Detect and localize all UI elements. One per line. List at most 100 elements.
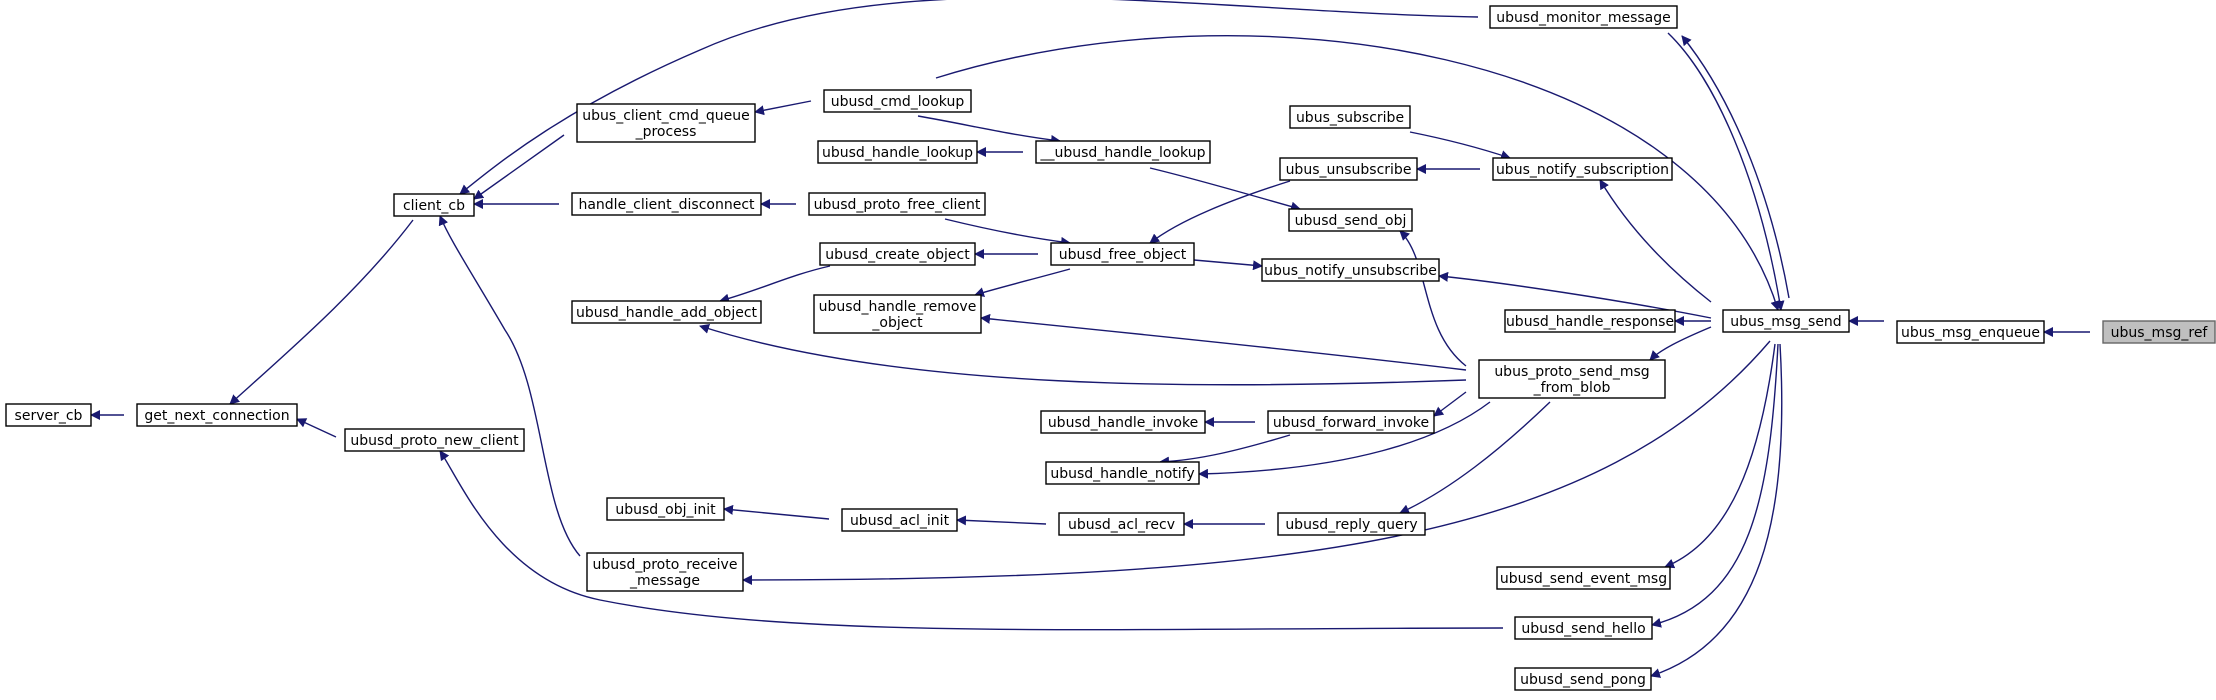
edge-line [1159,434,1291,467]
edge-line [974,268,1071,297]
node-label: ubusd_free_object [1059,247,1187,263]
edge-line [438,215,581,557]
node-handle_client_disconnect[interactable]: handle_client_disconnect [571,192,762,216]
node-ubusd_monitor_message[interactable]: ubusd_monitor_message [1489,5,1678,29]
node-ubusd_reply_query[interactable]: ubusd_reply_query [1277,512,1426,536]
node-box [1045,461,1200,485]
edge-line [1667,32,1785,311]
node-ubusd_send_hello[interactable]: ubusd_send_hello [1514,616,1653,640]
node-label: ubusd_cmd_lookup [831,94,965,110]
node-ubusd_cmd_lookup[interactable]: ubusd_cmd_lookup [823,89,972,113]
edge-line [1193,259,1263,271]
edge-ubusd_proto_new_client-to-get_next_connection [296,418,337,438]
node-ubusd_handle_invoke[interactable]: ubusd_handle_invoke [1040,410,1206,434]
node-ubus_msg_send[interactable]: ubus_msg_send [1722,309,1850,333]
node-client_cb[interactable]: client_cb [393,193,475,217]
node-label: handle_client_disconnect [578,197,755,213]
edge-ubus_proto_send_msg_from_blob-to-ubusd_handle_add_object [699,323,1467,386]
edge-ubusd_free_object-to-ubusd_proto_free_client [944,218,1071,247]
edge-ubusd_send_obj-to-__ubusd_handle_lookup [1149,167,1301,212]
node-box [1496,566,1671,590]
node-ubusd_send_event_msg[interactable]: ubusd_send_event_msg [1496,566,1671,590]
node-box [571,192,762,216]
node-ubusd_forward_invoke[interactable]: ubusd_forward_invoke [1267,410,1435,434]
node-label: ubusd_handle_add_object [576,305,758,321]
node-box [841,508,958,532]
edge-line [699,323,1467,386]
node-ubusd_handle_lookup[interactable]: ubusd_handle_lookup [817,140,978,164]
node-label: ubusd_handle_response [1506,314,1674,330]
node-label: ubus_msg_enqueue [1901,325,2040,341]
edge-ubus_msg_send-to-ubus_proto_send_msg_from_blob [1649,326,1712,361]
node-box [393,193,475,217]
node-ubus_subscribe[interactable]: ubus_subscribe [1289,105,1411,129]
node-label: ubusd_send_obj [1295,213,1407,229]
node-box [571,300,762,324]
node-ubusd_obj_init[interactable]: ubusd_obj_init [606,497,725,521]
node-box [808,192,986,216]
node-ubus_notify_subscription[interactable]: ubus_notify_subscription [1492,157,1673,181]
node-ubusd_proto_free_client[interactable]: ubusd_proto_free_client [808,192,986,216]
node-__ubusd_handle_lookup[interactable]: __ubusd_handle_lookup [1035,140,1211,164]
node-label: ubus_notify_subscription [1496,162,1669,178]
node-label: ubusd_acl_init [850,513,950,529]
node-box [1504,309,1676,333]
edge-line [1651,343,1779,628]
edge-ubusd_create_object-to-ubusd_handle_add_object [719,265,831,304]
node-label: ubusd_handle_remove [819,299,977,315]
node-ubusd_handle_notify[interactable]: ubusd_handle_notify [1045,461,1200,485]
node-box [1277,512,1426,536]
node-ubus_client_cmd_queue_process[interactable]: ubus_client_cmd_queue_process [576,103,756,143]
edge-line [719,265,831,304]
node-get_next_connection[interactable]: get_next_connection [136,403,298,427]
node-ubusd_proto_receive_message[interactable]: ubusd_proto_receive_message [586,552,744,592]
node-ubusd_send_pong[interactable]: ubusd_send_pong [1514,667,1652,691]
nodes-layer: ubus_msg_ref ubus_msg_enqueue ubus_msg_sen… [5,5,2216,691]
edge-ubusd_cmd_lookup-to-ubus_client_cmd_queue_process [754,100,812,116]
node-label: ubusd_handle_notify [1050,466,1194,482]
edge-ubus_msg_send-to-ubusd_cmd_lookup [935,35,1781,311]
node-label: ubusd_handle_invoke [1048,415,1198,431]
node-label: _process [635,124,697,140]
node-ubusd_free_object[interactable]: ubusd_free_object [1050,242,1195,266]
edge-ubus_proto_send_msg_from_blob-to-ubusd_reply_query [1399,401,1551,514]
node-ubusd_handle_remove_object[interactable]: ubusd_handle_remove_object [813,294,982,334]
edge-line [1198,401,1491,479]
node-ubusd_handle_add_object[interactable]: ubusd_handle_add_object [571,300,762,324]
node-box [1261,258,1440,282]
node-box [344,428,525,452]
node-ubusd_acl_init[interactable]: ubusd_acl_init [841,508,958,532]
edge-line [229,219,414,405]
node-ubusd_proto_new_client[interactable]: ubusd_proto_new_client [344,428,525,452]
node-label: ubusd_monitor_message [1496,10,1671,26]
node-label: __ubusd_handle_lookup [1040,145,1206,161]
edge-line [944,218,1071,247]
node-ubus_unsubscribe[interactable]: ubus_unsubscribe [1279,157,1418,181]
node-ubusd_send_obj[interactable]: ubusd_send_obj [1288,208,1413,232]
node-box [576,103,756,143]
edge-line [459,0,1479,195]
node-ubusd_handle_response[interactable]: ubusd_handle_response [1504,309,1676,333]
edge-line [935,35,1781,311]
edge-ubusd_free_object-to-ubusd_handle_remove_object [974,268,1071,297]
edge-line [1649,326,1712,361]
node-ubusd_acl_recv[interactable]: ubusd_acl_recv [1058,512,1185,536]
node-ubus_msg_ref[interactable]: ubus_msg_ref [2102,320,2216,344]
edge-line [956,515,1047,526]
node-label: server_cb [15,408,83,424]
node-box [1288,208,1413,232]
node-label: ubusd_proto_receive [593,557,738,573]
node-box [5,403,92,427]
node-label: ubus_msg_send [1730,314,1841,330]
edge-ubusd_proto_receive_message-to-client_cb [438,215,581,557]
node-ubus_msg_enqueue[interactable]: ubus_msg_enqueue [1896,320,2045,344]
node-ubus_notify_unsubscribe[interactable]: ubus_notify_unsubscribe [1261,258,1440,282]
node-ubus_proto_send_msg_from_blob[interactable]: ubus_proto_send_msg_from_blob [1478,359,1666,399]
edge-ubusd_send_hello-to-ubusd_proto_new_client [439,450,1504,631]
node-label: ubusd_send_hello [1521,621,1645,637]
node-label: _object [871,315,923,331]
node-ubusd_create_object[interactable]: ubusd_create_object [819,242,976,266]
node-box [1492,157,1673,181]
node-server_cb[interactable]: server_cb [5,403,92,427]
node-label: ubus_msg_ref [2111,325,2209,341]
